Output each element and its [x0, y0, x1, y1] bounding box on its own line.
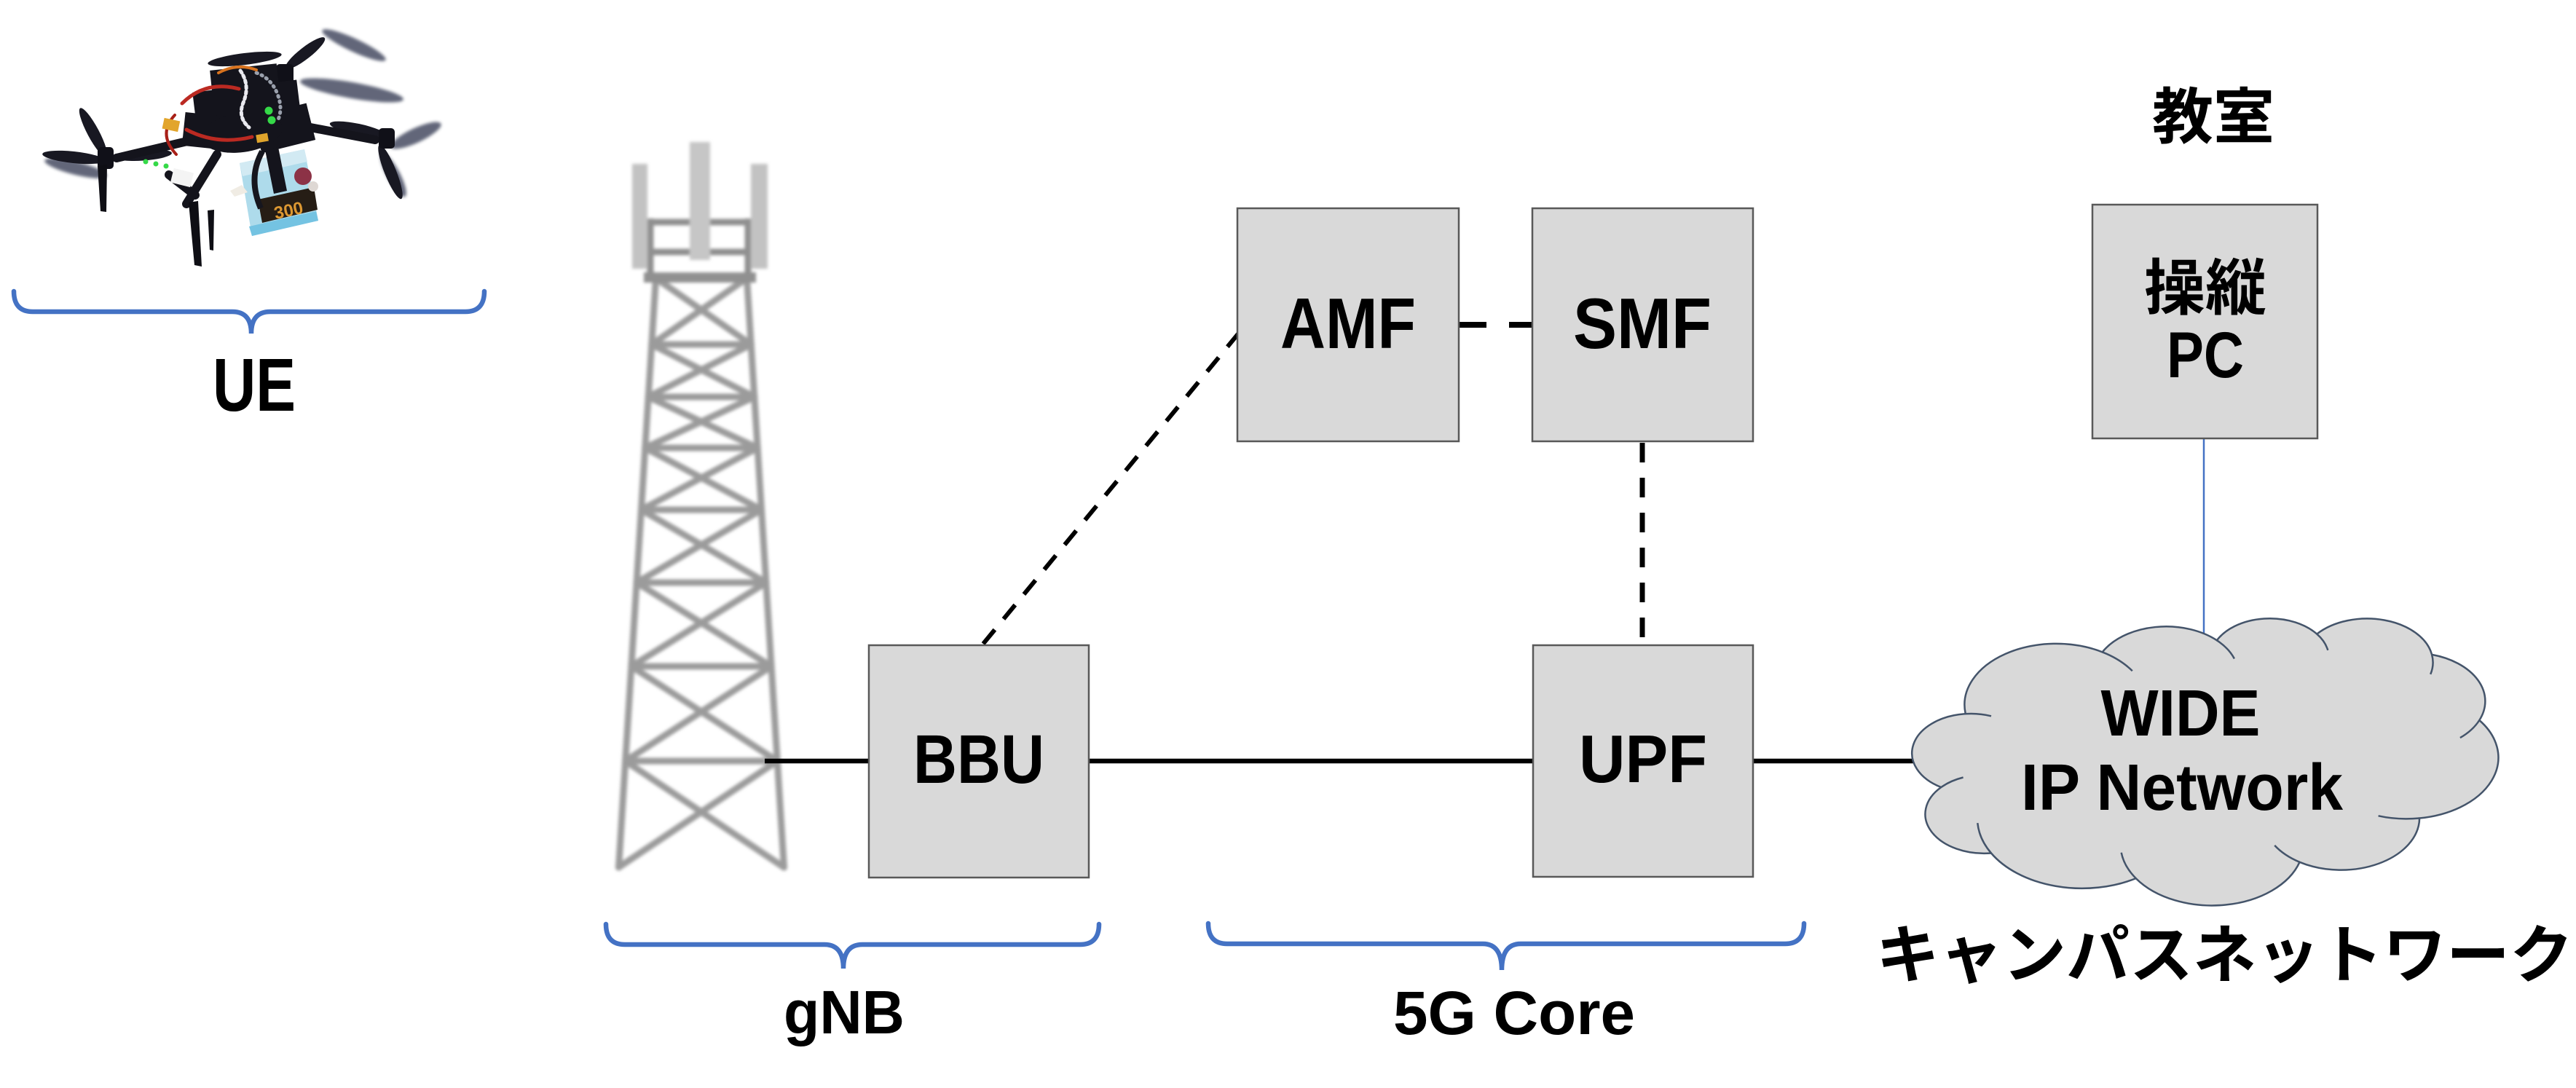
svg-text:WIDE: WIDE — [2101, 677, 2261, 750]
svg-text:AMF: AMF — [1280, 283, 1416, 363]
svg-text:UE: UE — [213, 343, 296, 427]
svg-text:BBU: BBU — [913, 721, 1044, 798]
svg-text:SMF: SMF — [1573, 283, 1712, 363]
svg-text:5G Core: 5G Core — [1393, 979, 1635, 1047]
svg-text:UPF: UPF — [1579, 721, 1707, 797]
svg-text:PC: PC — [2167, 318, 2244, 391]
svg-text:IP Network: IP Network — [2021, 752, 2344, 824]
svg-text:gNB: gNB — [784, 978, 905, 1046]
